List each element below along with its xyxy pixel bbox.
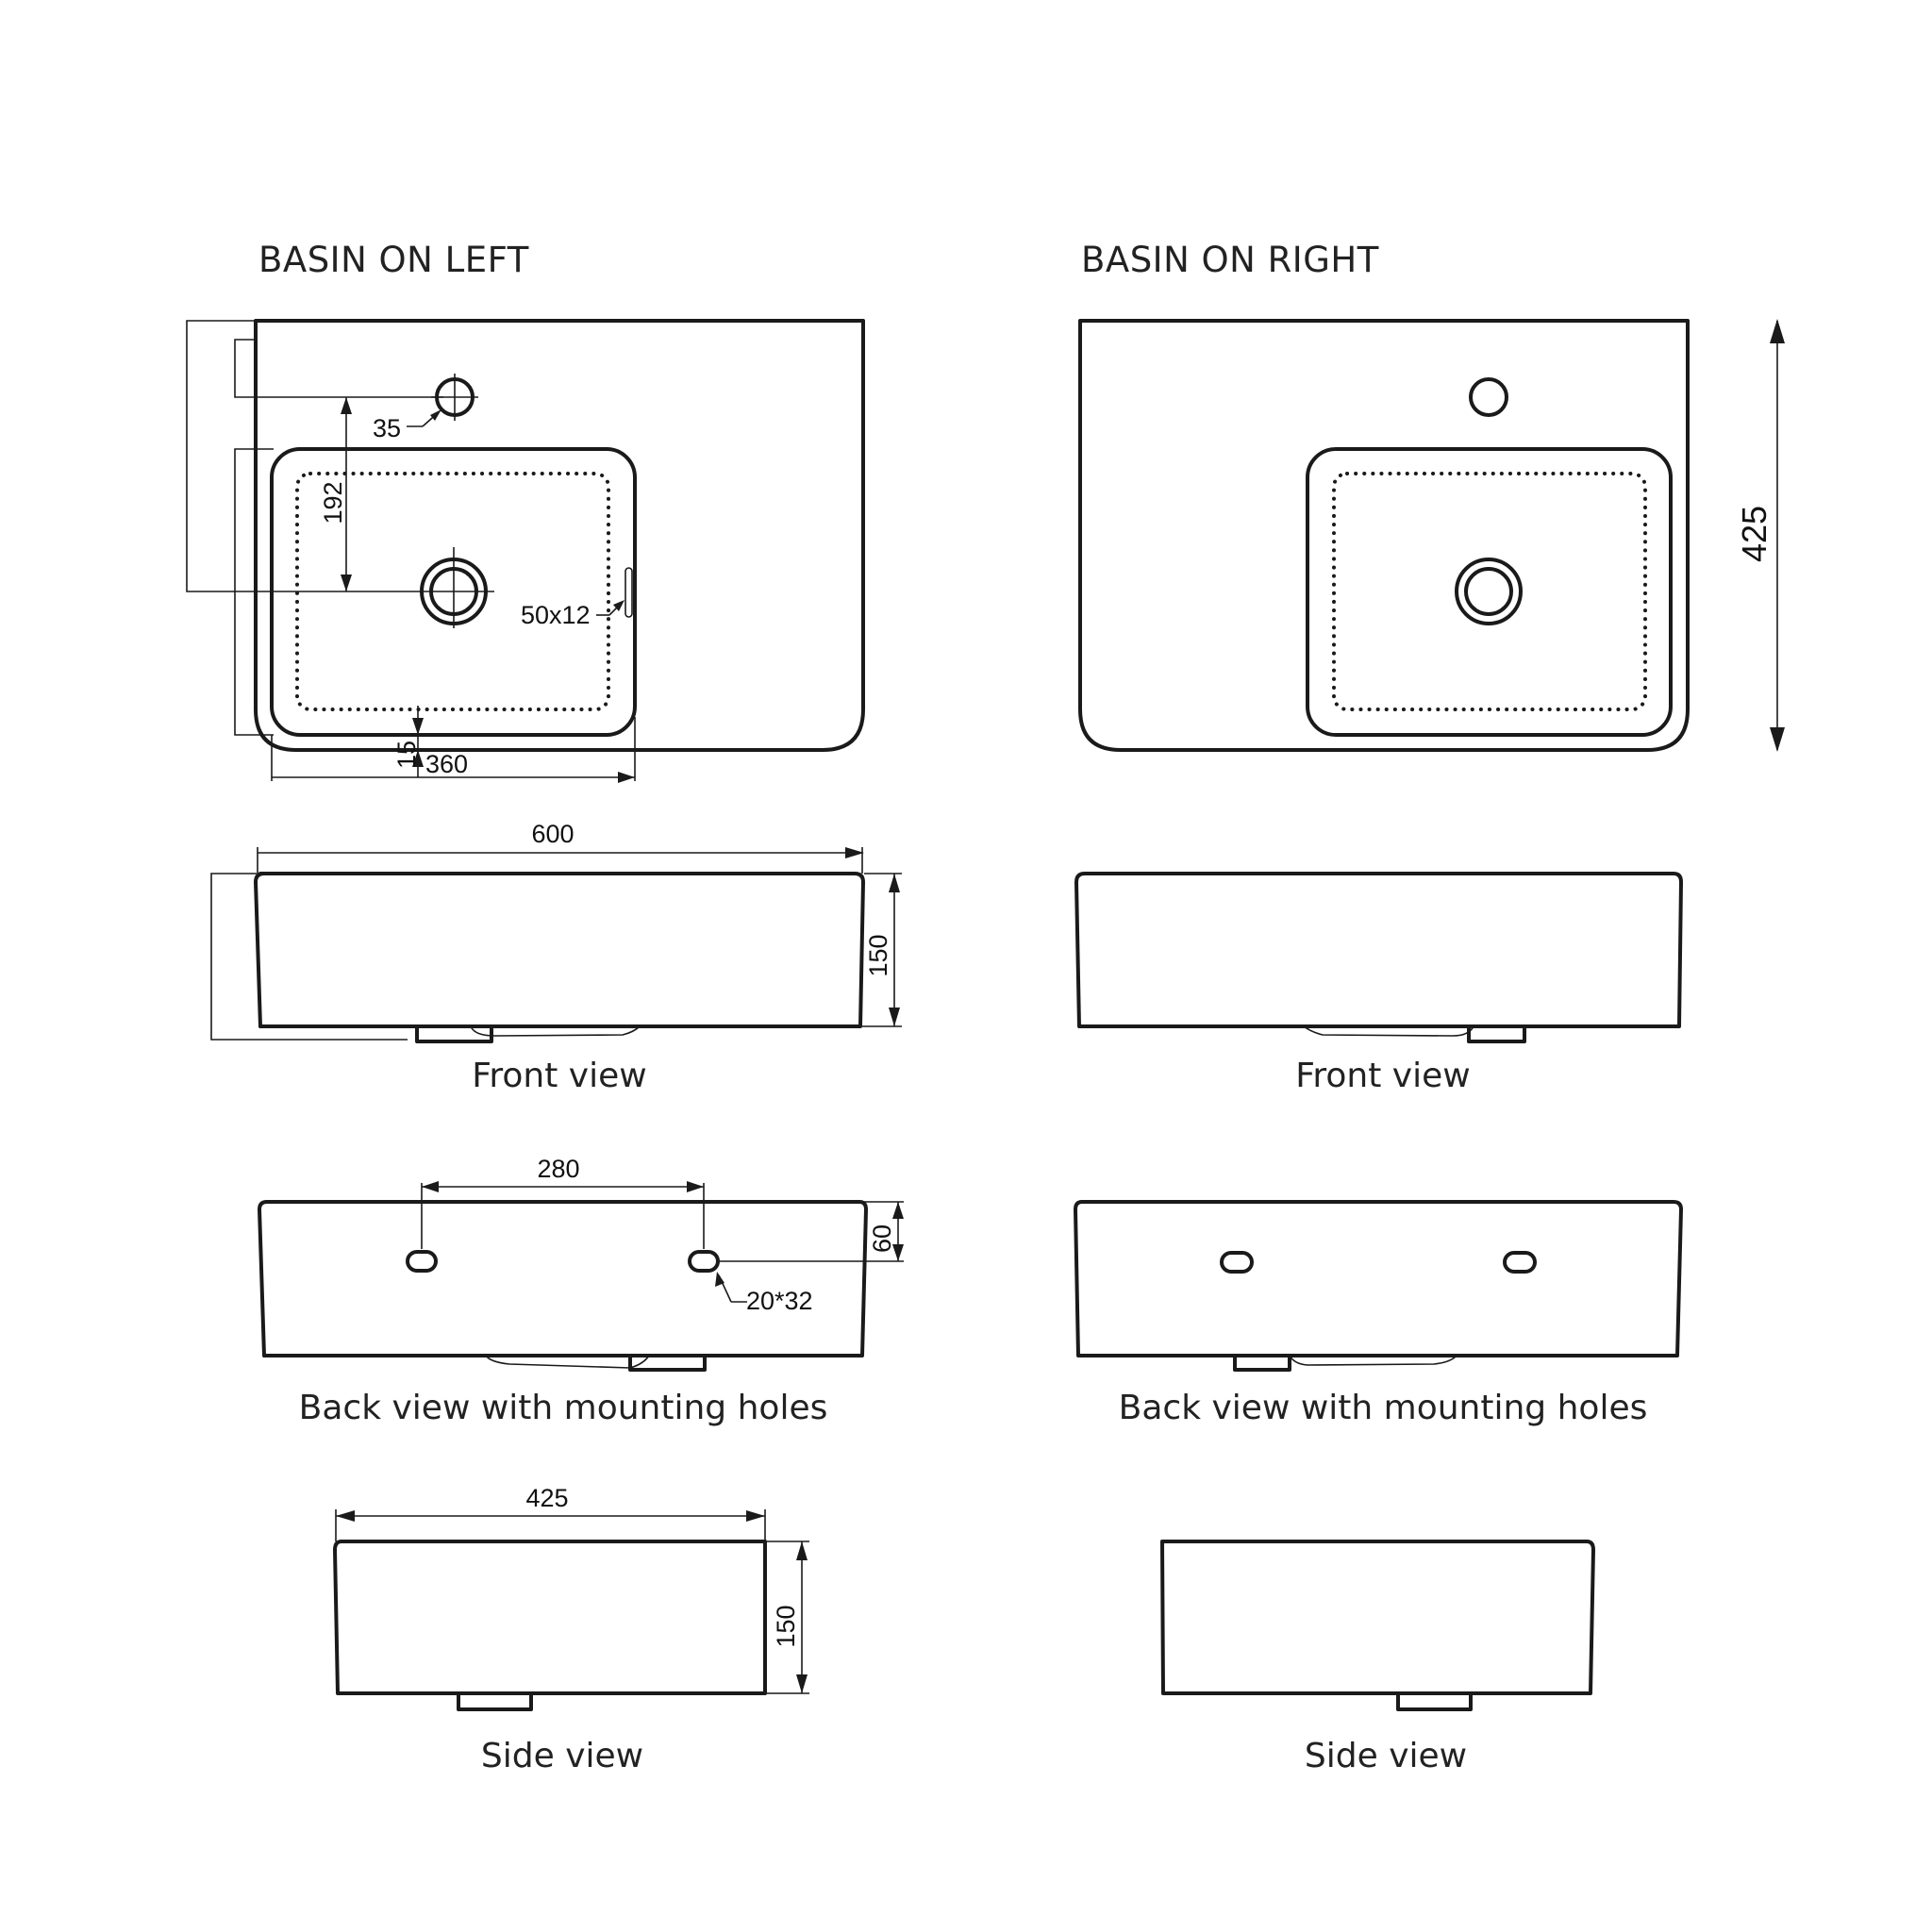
dim-60-arrow-top (892, 1202, 904, 1219)
right-mount-hole-1 (1220, 1251, 1254, 1274)
left-mount-hole-2 (688, 1250, 720, 1273)
right-bowl-inner-dotted (1332, 472, 1647, 711)
right-front-caption: Front view (1295, 1057, 1470, 1095)
right-back-view (1074, 1200, 1683, 1372)
right-tap-hole (1469, 377, 1508, 417)
dim-600-label: 600 (531, 820, 574, 848)
dim-150-front-label: 150 (864, 934, 892, 976)
dim-280-label: 280 (537, 1155, 579, 1183)
dim-360-arrow (618, 772, 635, 783)
dim-60-label: 60 (868, 1224, 896, 1253)
left-front-waste (415, 1026, 493, 1043)
right-back-underside (1289, 1355, 1457, 1366)
dim-192-arrow-bottom (341, 575, 352, 591)
ext-bowl-height (234, 448, 274, 736)
right-side-outline (1160, 1540, 1595, 1695)
dim-425-side-arrow-left (336, 1510, 355, 1522)
right-side-waste (1396, 1693, 1473, 1711)
right-front-view (1074, 872, 1683, 1043)
dim-425-side-label: 425 (525, 1484, 568, 1512)
ext-back-to-drain (186, 320, 415, 592)
right-drain-outer (1455, 558, 1523, 625)
dim-hole-arrow (715, 1272, 724, 1287)
left-overflow-slot (625, 567, 633, 618)
left-front-caption: Front view (472, 1057, 646, 1095)
dim-150-arrow-top (889, 874, 900, 892)
dim-425-right-arrow-bottom (1770, 727, 1785, 752)
title-basin-on-right: BASIN ON RIGHT (1081, 240, 1379, 280)
left-front-view: 600 150 (210, 820, 902, 1043)
right-back-outline (1074, 1200, 1683, 1357)
dim-15-arrow-bottom (412, 750, 424, 767)
dim-35-arrow (430, 409, 441, 421)
left-front-outline (254, 872, 865, 1028)
dim-280-arrow-left (422, 1181, 439, 1192)
right-side-view (1160, 1540, 1595, 1711)
dim-150-arrow-bottom (889, 1008, 900, 1026)
dim-hole-size-label: 20*32 (746, 1287, 813, 1315)
right-back-caption: Back view with mounting holes (1119, 1389, 1648, 1427)
right-mount-hole-2 (1503, 1251, 1537, 1274)
right-front-outline (1074, 872, 1683, 1028)
dim-192-label: 192 (319, 481, 347, 524)
right-top-view: 425 (1078, 319, 1785, 752)
left-side-view: 425 150 (333, 1484, 809, 1711)
dim-425-right-label: 425 (1735, 506, 1774, 562)
left-mount-hole-1 (406, 1250, 438, 1273)
dim-280-arrow-right (687, 1181, 704, 1192)
dim-35-label: 35 (373, 414, 401, 442)
left-front-underside (470, 1025, 641, 1037)
dim-15-arrow-top (412, 718, 424, 735)
right-bowl-outline (1306, 447, 1673, 737)
right-drain-inner (1464, 567, 1513, 616)
left-front-ext-left (210, 873, 408, 1041)
left-side-caption: Side view (481, 1737, 643, 1775)
dim-15-label: 15 (392, 741, 421, 769)
dim-150-side-label: 150 (772, 1605, 800, 1647)
dim-360-label: 360 (425, 750, 468, 778)
left-back-view: 280 60 20*32 (258, 1155, 904, 1372)
right-front-waste (1467, 1026, 1526, 1043)
dim-150-side-arrow-top (796, 1541, 808, 1560)
dim-150-side-arrow-bottom (796, 1674, 808, 1693)
right-top-outline (1078, 319, 1690, 752)
left-side-waste (457, 1693, 533, 1711)
left-back-caption: Back view with mounting holes (299, 1389, 828, 1427)
left-side-outline (333, 1540, 767, 1695)
left-top-outline (254, 319, 865, 752)
left-top-view: 192 35 50x12 15 360 (186, 319, 865, 783)
dim-425-side-arrow-right (746, 1510, 765, 1522)
right-side-caption: Side view (1305, 1737, 1467, 1775)
left-back-underside (485, 1355, 650, 1369)
left-back-waste (628, 1356, 707, 1372)
right-front-underside (1303, 1025, 1474, 1037)
left-back-outline (258, 1200, 868, 1357)
title-basin-on-left: BASIN ON LEFT (258, 240, 529, 280)
dim-192-arrow-top (341, 397, 352, 414)
dim-overflow-arrow (613, 600, 625, 611)
right-back-waste (1233, 1356, 1291, 1372)
dim-60-arrow-bottom (892, 1244, 904, 1261)
dim-overflow-label: 50x12 (521, 601, 591, 629)
dim-425-right-arrow-top (1770, 319, 1785, 343)
dim-600-arrow (845, 847, 864, 858)
ext-back-to-tap (234, 339, 443, 398)
